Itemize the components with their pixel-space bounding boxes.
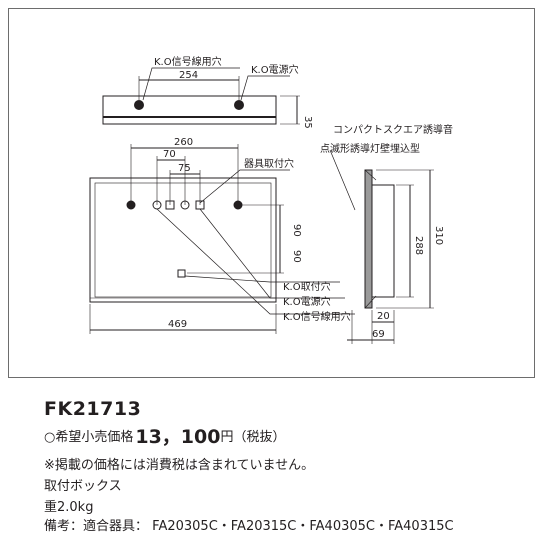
dim-70: 70 <box>163 149 176 160</box>
label-ko-power-top: K.O電源穴 <box>251 63 299 76</box>
dim-69: 69 <box>372 329 385 340</box>
leader-fixture-mount <box>199 169 290 204</box>
drawing-frame <box>8 8 535 378</box>
front-view-back-plate <box>89 177 277 303</box>
product-weight: 重2.0kg <box>44 500 94 515</box>
price-prefix: ○希望小売価格 <box>44 430 134 445</box>
side-view-box <box>371 184 395 298</box>
dim-90-lower: 90 <box>291 250 302 263</box>
leader-power-top <box>240 75 290 101</box>
dim-254: 254 <box>179 70 198 81</box>
dim-310: 310 <box>433 226 444 245</box>
compat-models: FA20305C・FA20315C・FA40305C・FA40315C <box>152 519 454 534</box>
dim-260: 260 <box>174 137 193 148</box>
dim-75: 75 <box>178 163 191 174</box>
label-ko-signal-top: K.O信号線用穴 <box>154 55 222 68</box>
leader-ko-signal <box>156 208 355 315</box>
dim-469: 469 <box>168 319 187 330</box>
leader-product-type <box>329 149 356 211</box>
price-value: 13，100 <box>135 426 221 448</box>
label-product-type-2: 点滅形誘導灯壁埋込型 <box>320 142 420 155</box>
price-suffix: 円（税抜） <box>220 430 286 445</box>
top-view-box <box>102 95 277 125</box>
dim-35: 35 <box>302 116 313 129</box>
label-ko-signal: K.O信号線用穴 <box>283 310 351 323</box>
top-view-hole-left <box>134 100 144 110</box>
technical-drawing: K.O信号線用穴 K.O電源穴 254 35 260 70 75 器具取付穴 9… <box>89 55 453 344</box>
label-ko-power: K.O電源穴 <box>283 295 331 308</box>
compat-label: 備考：適合器具： <box>44 519 149 534</box>
dim-288: 288 <box>413 236 424 255</box>
hole-ko-mount <box>177 269 186 278</box>
tax-note: ※掲載の価格には消費税は含まれていません。 <box>44 458 315 473</box>
compatible-fixtures: 備考：適合器具： FA20305C・FA20315C・FA40305C・FA40… <box>44 519 454 535</box>
hole-square-left <box>165 200 175 210</box>
product-code: FK21713 <box>44 398 142 420</box>
product-name: 取付ボックス <box>44 479 122 494</box>
dim-90-upper: 90 <box>291 224 302 237</box>
leader-ko-mount <box>184 275 340 283</box>
hole-mount-left <box>126 200 136 210</box>
leader-signal-top <box>142 67 240 101</box>
front-view-box <box>94 182 272 298</box>
hole-center <box>180 200 190 210</box>
dim-20: 20 <box>377 311 390 322</box>
label-ko-mount: K.O取付穴 <box>283 280 331 293</box>
label-product-type-1: コンパクトスクエア誘導音 <box>333 123 453 136</box>
leader-ko-power <box>199 208 345 299</box>
side-view-wall <box>364 169 373 309</box>
top-view-hole-right <box>234 100 244 110</box>
label-fixture-mount: 器具取付穴 <box>244 157 294 170</box>
